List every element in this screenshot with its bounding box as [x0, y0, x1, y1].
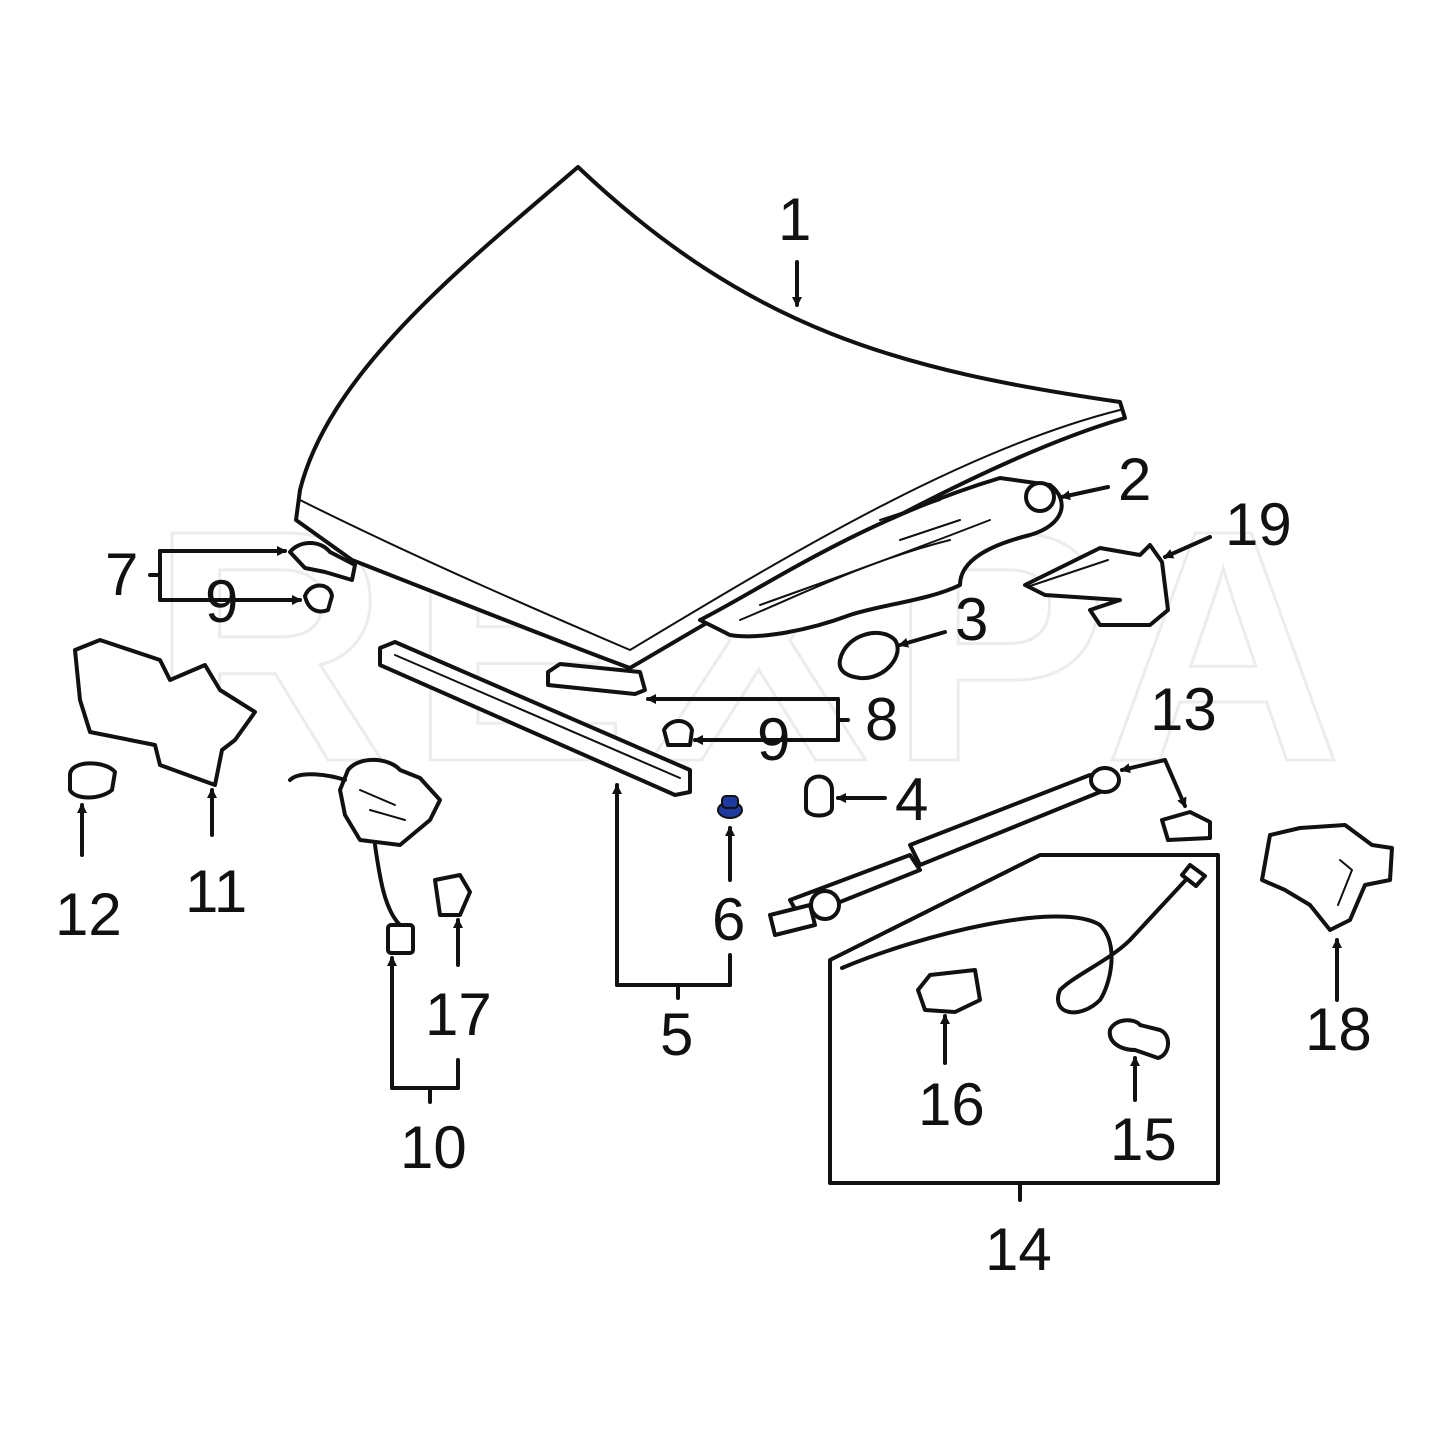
callout-16: 16 [918, 1071, 985, 1138]
callout-17: 17 [425, 981, 492, 1048]
callout-11: 11 [185, 858, 247, 925]
part-10-hood-latch[interactable] [288, 757, 442, 955]
callout-10: 10 [400, 1114, 467, 1181]
part-9-clip-left[interactable] [303, 583, 334, 614]
part-9-clip-middle[interactable] [662, 719, 694, 747]
part-1-hood-panel[interactable] [294, 165, 1127, 670]
part-4-bumper[interactable] [804, 774, 834, 818]
part-12-bumper[interactable] [68, 761, 117, 800]
callout-15: 15 [1110, 1106, 1177, 1173]
callout-18: 18 [1305, 996, 1372, 1063]
part-8-pad[interactable] [546, 662, 647, 696]
callout-19: 19 [1225, 491, 1292, 558]
part-15-plug[interactable] [1107, 1018, 1170, 1060]
callout-12: 12 [55, 881, 122, 948]
callout-9-left: 9 [205, 568, 238, 635]
leader-lines [77, 260, 1342, 1202]
callout-3: 3 [955, 586, 988, 653]
part-11-latch-bracket[interactable] [73, 638, 257, 787]
callout-7: 7 [105, 541, 138, 608]
part-14-release-cable[interactable] [828, 853, 1220, 1185]
part-6-clip-highlighted[interactable] [717, 795, 743, 819]
part-19-release-handle[interactable] [1023, 543, 1170, 627]
part-7-hinge-bracket[interactable] [288, 541, 357, 582]
callout-2: 2 [1118, 446, 1151, 513]
callout-9-middle: 9 [757, 706, 790, 773]
part-16-clip[interactable] [916, 968, 982, 1014]
callout-6: 6 [712, 886, 745, 953]
callout-numbers: 1 2 3 4 5 6 7 8 9 9 10 11 12 13 14 15 16… [55, 186, 1372, 1283]
part-13-hood-strut[interactable] [768, 766, 1212, 937]
part-3-clip[interactable] [837, 630, 900, 681]
callout-8: 8 [865, 686, 898, 753]
part-17-bracket[interactable] [433, 873, 472, 917]
callout-4: 4 [895, 766, 928, 833]
callout-13: 13 [1150, 676, 1217, 743]
callout-1: 1 [778, 186, 811, 253]
part-2-hood-insulator[interactable] [698, 476, 1064, 639]
callout-14: 14 [985, 1216, 1052, 1283]
callout-5: 5 [660, 1001, 693, 1068]
part-5-seal-strip[interactable] [378, 640, 692, 797]
part-18-hood-lock[interactable] [1260, 823, 1394, 932]
